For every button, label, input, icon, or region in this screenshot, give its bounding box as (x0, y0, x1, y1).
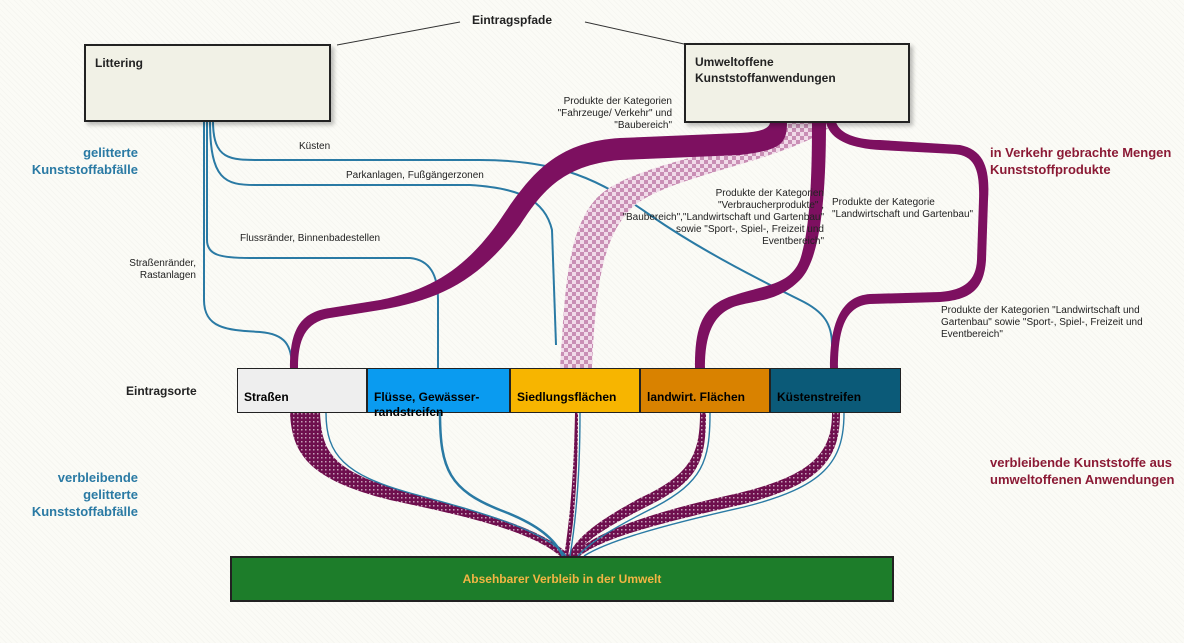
flow-landwirtschaft (695, 122, 826, 368)
side-label-verbleibende-kunststoffe: verbleibende Kunststoffe aus umweltoffen… (990, 455, 1175, 487)
remaining-fluesse-outline (438, 412, 565, 557)
flow-fahrzeuge-baubereich (290, 122, 787, 368)
label-flussraender: Flussränder, Binnenbadestellen (240, 233, 381, 244)
umweltoffen-box: Umweltoffene Kunststoffanwendungen (684, 43, 910, 123)
littering-flows (203, 120, 833, 369)
label-parkanlagen: Parkanlagen, Fußgängerzonen (346, 170, 484, 181)
label-produkte-landwirtschaft: Produkte der Kategorie "Landwirtschaft u… (832, 197, 974, 220)
remaining-blue-3 (577, 412, 711, 557)
title-connector-right (584, 21, 685, 45)
blue-remaining-lines (325, 412, 845, 557)
remaining-strassen (290, 413, 570, 556)
cell-landwirt-flaechen-label: landwirt. Flächen (647, 390, 746, 404)
label-produkte-verbraucher: Produkte der Kategorien "Verbraucherprod… (622, 188, 824, 247)
sink-label: Absehbarer Verbleib in der Umwelt (462, 572, 662, 586)
umweltoffen-label: Umweltoffene Kunststoffanwendungen (695, 55, 836, 85)
cell-kuestenstreifen: Küstenstreifen (770, 368, 901, 413)
label-strassenraender: Straßenränder, Rastanlagen (129, 258, 196, 281)
row-label-eintragsorte: Eintragsorte (126, 384, 197, 398)
label-kuesten: Küsten (299, 141, 331, 152)
label-produkte-kueste: Produkte der Kategorien "Landwirtschaft … (941, 305, 1143, 340)
side-label-gelitterte: gelitterte Kunststoffabfälle (31, 145, 138, 177)
flow-verbraucherprodukte (560, 122, 835, 368)
remaining-flows (290, 412, 845, 557)
cell-strassen: Straßen (237, 368, 367, 413)
label-produkte-fahrzeuge: Produkte der Kategorien "Fahrzeuge/ Verk… (557, 96, 672, 131)
remaining-blue-4 (583, 412, 845, 557)
page-title: Eintragspfade (472, 13, 553, 27)
remaining-siedlung (564, 413, 578, 556)
remaining-blue-2 (569, 412, 581, 557)
littering-label: Littering (95, 56, 143, 70)
flow-strassenraender (203, 121, 293, 369)
cell-fluesse-label: Flüsse, Gewässer- randstreifen (374, 390, 480, 419)
remaining-blue-1 (325, 412, 567, 557)
cell-siedlungsflaechen: Siedlungsflächen (510, 368, 640, 413)
title-connector-left (336, 21, 461, 46)
remaining-landwirtschaft (568, 413, 706, 556)
flow-parkanlagen (209, 120, 557, 346)
cell-kuestenstreifen-label: Küstenstreifen (777, 390, 862, 404)
cell-landwirt-flaechen: landwirt. Flächen (640, 368, 770, 413)
littering-box: Littering (84, 44, 331, 122)
sink-box: Absehbarer Verbleib in der Umwelt (230, 556, 894, 602)
cell-siedlungsflaechen-label: Siedlungsflächen (517, 390, 617, 404)
cell-strassen-label: Straßen (244, 390, 289, 404)
side-label-in-verkehr: in Verkehr gebrachte Mengen Kunststoffpr… (990, 145, 1172, 177)
product-flows (290, 122, 989, 368)
flow-kuesten (212, 120, 833, 346)
remaining-kueste (572, 413, 840, 556)
cell-fluesse: Flüsse, Gewässer- randstreifen (367, 368, 510, 419)
side-label-verbleibende-gelitterte: verbleibende gelitterte Kunststoffabfäll… (31, 470, 138, 519)
